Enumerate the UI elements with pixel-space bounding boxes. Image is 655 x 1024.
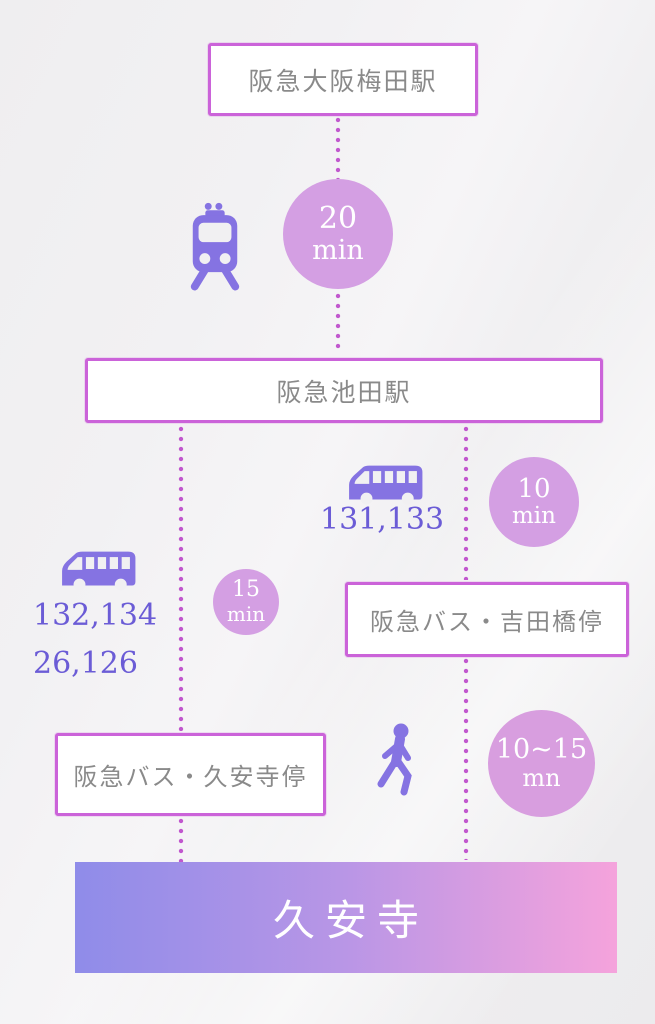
station-label-umeda: 阪急大阪梅田駅: [248, 67, 438, 96]
walk-icon: [377, 723, 412, 796]
bus-left-duration-value: 15: [232, 577, 260, 603]
bus-route-numbers-left-line2: 26,126: [33, 646, 138, 681]
bus-right-duration-unit: min: [512, 502, 556, 529]
route-dotted-line: [335, 117, 341, 179]
station-box-ikeda: 阪急池田駅: [85, 358, 603, 423]
bus-route-numbers-left-line1: 132,134: [33, 598, 158, 633]
walk-duration-value: 10~15: [495, 733, 588, 765]
route-dotted-line: [178, 426, 184, 731]
bus-route-numbers-right: 131,133: [320, 502, 445, 537]
train-duration-value: 20: [318, 201, 358, 237]
station-label-ikeda: 阪急池田駅: [276, 378, 412, 407]
bus-stop-box-kyuanji: 阪急バス・久安寺停: [55, 733, 326, 816]
destination-bar: 久安寺: [75, 862, 617, 973]
bus-stop-label-kyuanji: 阪急バス・久安寺停: [73, 764, 308, 791]
bus-left-duration-badge: 15 min: [213, 569, 279, 635]
train-duration-unit: min: [312, 234, 364, 266]
bus-left-duration-unit: min: [226, 602, 266, 627]
bus-right-duration-value: 10: [517, 473, 551, 504]
route-dotted-line: [463, 658, 469, 860]
walk-duration-badge: 10~15 mn: [488, 710, 595, 817]
destination-label: 久安寺: [272, 897, 429, 944]
walk-duration-unit: mn: [522, 764, 561, 793]
train-duration-badge: 20 min: [283, 179, 393, 289]
train-icon: [190, 202, 240, 291]
route-dotted-line: [335, 293, 341, 353]
bus-right-duration-badge: 10 min: [489, 457, 579, 547]
station-box-umeda: 阪急大阪梅田駅: [208, 43, 478, 116]
route-dotted-line: [463, 426, 469, 580]
route-dotted-line: [178, 818, 184, 864]
bus-icon: [349, 465, 423, 505]
bus-icon: [62, 551, 136, 591]
bus-stop-box-yoshidabashi: 阪急バス・吉田橋停: [345, 582, 629, 657]
bus-stop-label-yoshidabashi: 阪急バス・吉田橋停: [370, 609, 604, 636]
